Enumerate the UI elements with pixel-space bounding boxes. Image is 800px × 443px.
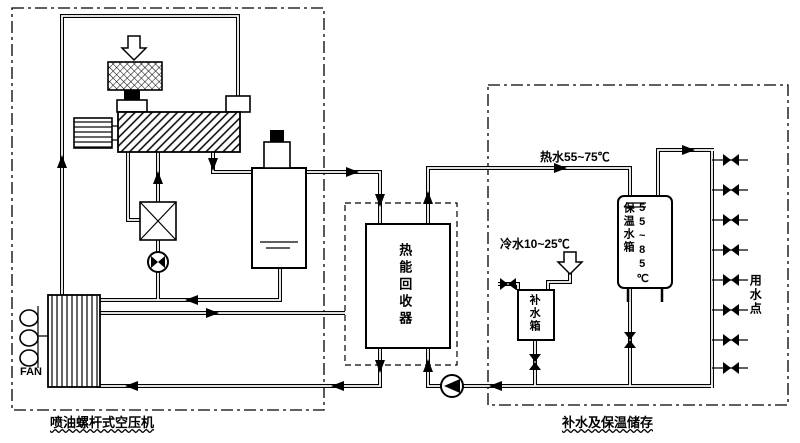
heat-recovery-label: 热能回收器 — [397, 243, 413, 328]
recovery-section-boundary — [344, 202, 458, 366]
compressor-section-label: 喷油螺杆式空压机 — [50, 415, 155, 430]
heat-recovery-unit — [365, 223, 451, 349]
oil-separator — [251, 130, 307, 269]
insulated-tank-name: 保温水箱 — [622, 202, 635, 254]
air-filter — [107, 61, 163, 113]
storage-section-label: 补水及保温储存 — [562, 415, 654, 430]
inlet-valve-box — [225, 95, 251, 113]
makeup-outlet-valve — [529, 354, 541, 370]
insulated-tank — [617, 195, 673, 302]
float-valve — [500, 278, 516, 290]
makeup-tank-label: 补水箱 — [528, 294, 541, 333]
oil-cooler-radiator — [47, 294, 101, 388]
cold-water-inlet-arrow — [556, 251, 584, 276]
tap-valves — [723, 154, 739, 374]
use-points-label: 用水点 — [748, 274, 763, 316]
tank-drain-valve — [624, 332, 636, 348]
fan-label: FAN — [20, 366, 42, 378]
storage-section-boundary — [487, 84, 789, 406]
thermostatic-valve-box — [139, 201, 177, 241]
compressor-section-boundary — [11, 7, 325, 411]
insulated-tank-label: 保温水箱 55~85℃ — [622, 202, 648, 287]
fan-icon — [19, 306, 48, 368]
motor-coupling — [112, 125, 118, 141]
insulated-tank-temp: 55~85℃ — [636, 202, 649, 287]
air-intake-arrow — [120, 35, 148, 62]
makeup-tank — [517, 289, 555, 341]
tap-branches — [712, 159, 748, 369]
cold-water-label: 冷水10~25℃ — [500, 237, 570, 251]
compressor-airend — [117, 111, 241, 153]
hot-water-label: 热水55~75℃ — [540, 150, 610, 164]
oil-pump — [147, 251, 169, 273]
motor — [73, 117, 113, 149]
circulation-pump — [440, 374, 464, 398]
